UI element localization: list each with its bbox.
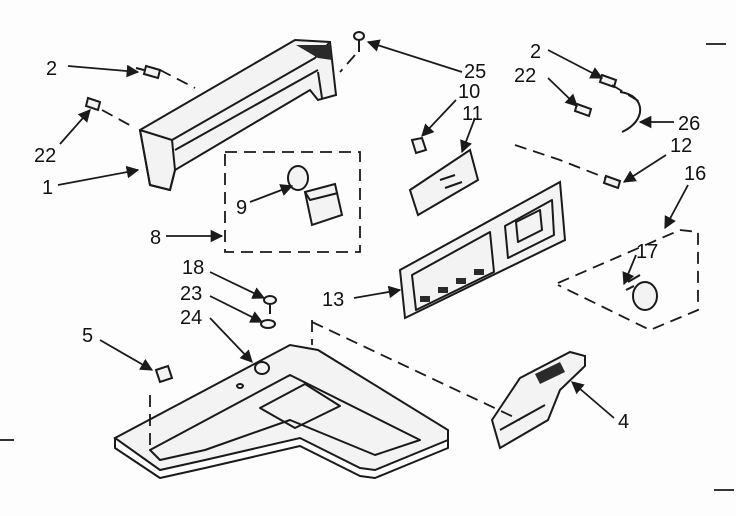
- label-10: 10: [458, 81, 480, 103]
- screw-22-left: [84, 96, 102, 112]
- label-16: 16: [684, 163, 706, 185]
- guide-line-12: [514, 144, 607, 179]
- label-12: 12: [670, 135, 692, 157]
- label-2-left: 2: [46, 58, 57, 80]
- label-5: 5: [82, 325, 93, 347]
- part-13-control-panel: [398, 180, 567, 320]
- part-24-top-panel: [113, 320, 449, 479]
- screw-25: [353, 31, 365, 52]
- group-8-knob-assembly: [224, 151, 361, 253]
- label-2-right: 2: [530, 41, 541, 63]
- screw-22-right: [573, 102, 593, 118]
- label-9: 9: [236, 197, 247, 219]
- label-24: 24: [180, 307, 202, 329]
- label-22-left: 22: [34, 145, 56, 167]
- part-1-console-bracket: [138, 38, 338, 192]
- guide-line-2: [159, 69, 196, 89]
- clip-26: [611, 84, 642, 133]
- label-4: 4: [618, 411, 629, 433]
- guide-line-22: [101, 109, 136, 129]
- label-11: 11: [462, 103, 483, 125]
- part-10-plug: [410, 136, 428, 155]
- label-1: 1: [42, 177, 53, 199]
- label-26: 26: [678, 113, 700, 135]
- label-17: 17: [636, 241, 658, 263]
- guide-line-25: [339, 54, 356, 73]
- label-18: 18: [182, 257, 204, 279]
- washer-23: [260, 319, 276, 329]
- screw-18: [263, 295, 277, 314]
- part-5-clip: [154, 364, 174, 384]
- part-11-circuit-board: [408, 148, 480, 217]
- screw-12: [602, 174, 622, 190]
- leader-lines: [57, 39, 689, 419]
- label-13: 13: [322, 289, 344, 311]
- part-4-tray: [490, 350, 586, 450]
- guide-line-13: [311, 321, 521, 421]
- label-8: 8: [150, 227, 161, 249]
- group-16-switch-assembly: [557, 229, 699, 331]
- label-23: 23: [180, 283, 202, 305]
- label-22-right: 22: [514, 65, 536, 87]
- screw-2-left: [135, 64, 162, 80]
- label-25: 25: [464, 61, 486, 83]
